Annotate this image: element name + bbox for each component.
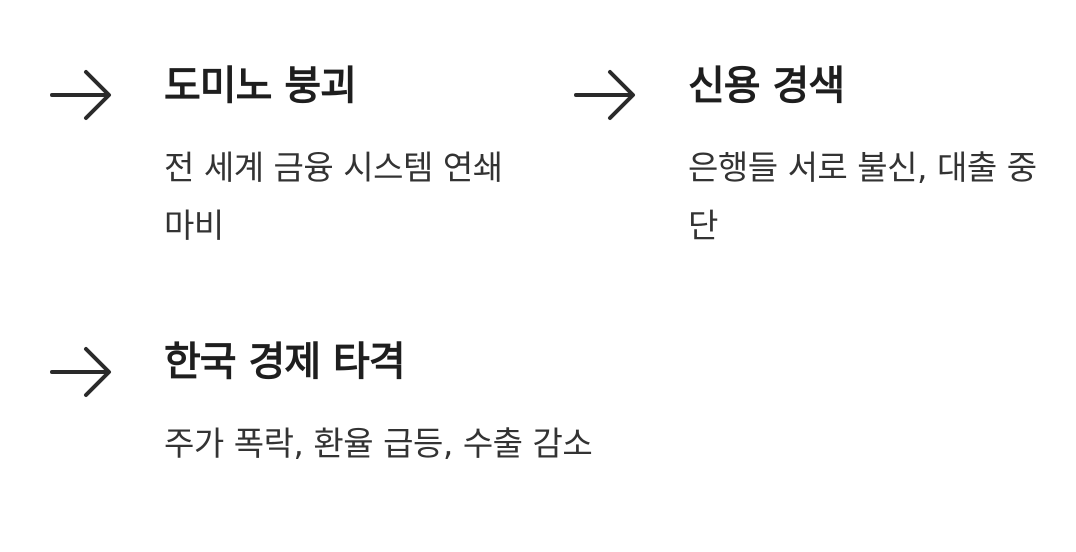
- item-description: 전 세계 금융 시스템 연쇄 마비: [164, 148, 503, 245]
- item-description: 은행들 서로 불신, 대출 중단: [688, 148, 1037, 245]
- item-title: 도미노 붕괴: [164, 63, 357, 109]
- item-title: 신용 경색: [688, 63, 845, 109]
- item-description: 주가 폭락, 환율 급등, 수출 감소: [164, 424, 593, 463]
- arrow-right-icon: [574, 69, 636, 121]
- item-title: 한국 경제 타격: [164, 339, 406, 385]
- arrow-right-icon: [50, 346, 112, 398]
- arrow-right-icon: [50, 69, 112, 121]
